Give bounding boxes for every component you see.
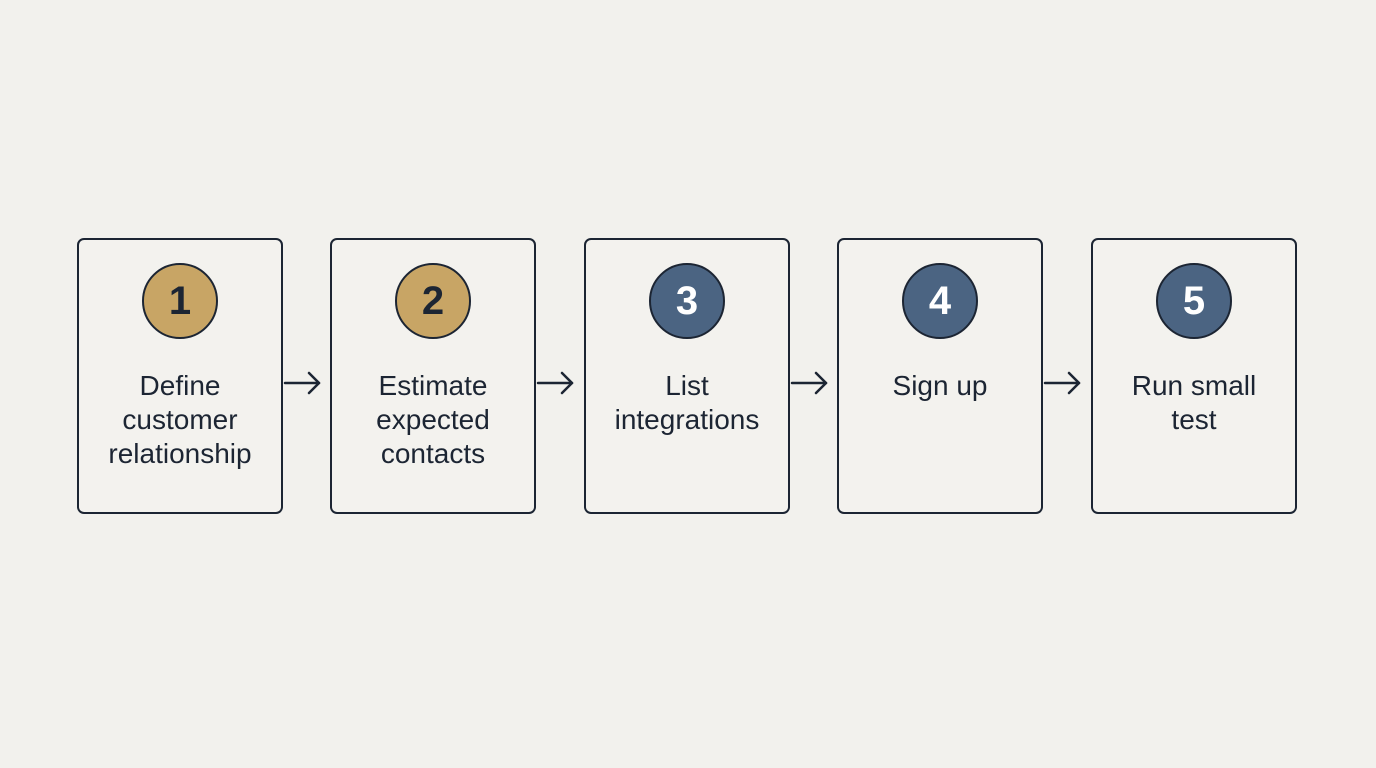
step-3-number-badge: 3 — [649, 263, 725, 339]
step-2-box: 2 Estimate expected contacts — [330, 238, 536, 514]
step-5-box: 5 Run small test — [1091, 238, 1297, 514]
step-5-label: Run small test — [1131, 370, 1257, 435]
arrow-3-to-4-icon — [790, 371, 828, 395]
step-4-box: 4 Sign up — [837, 238, 1043, 514]
step-4-number-badge: 4 — [902, 263, 978, 339]
step-1-label: Define customer relationship — [108, 370, 252, 469]
arrow-2-to-3-icon — [536, 371, 574, 395]
step-3-box: 3 List integrations — [584, 238, 790, 514]
step-5-number-badge: 5 — [1156, 263, 1232, 339]
step-1-box: 1 Define customer relationship — [77, 238, 283, 514]
arrow-4-to-5-icon — [1043, 371, 1081, 395]
step-4-label: Sign up — [892, 370, 988, 401]
arrow-1-to-2-icon — [283, 371, 321, 395]
step-2-number-badge: 2 — [395, 263, 471, 339]
step-1-number-badge: 1 — [142, 263, 218, 339]
step-2-label: Estimate expected contacts — [376, 370, 490, 469]
step-3-label: List integrations — [614, 370, 760, 435]
